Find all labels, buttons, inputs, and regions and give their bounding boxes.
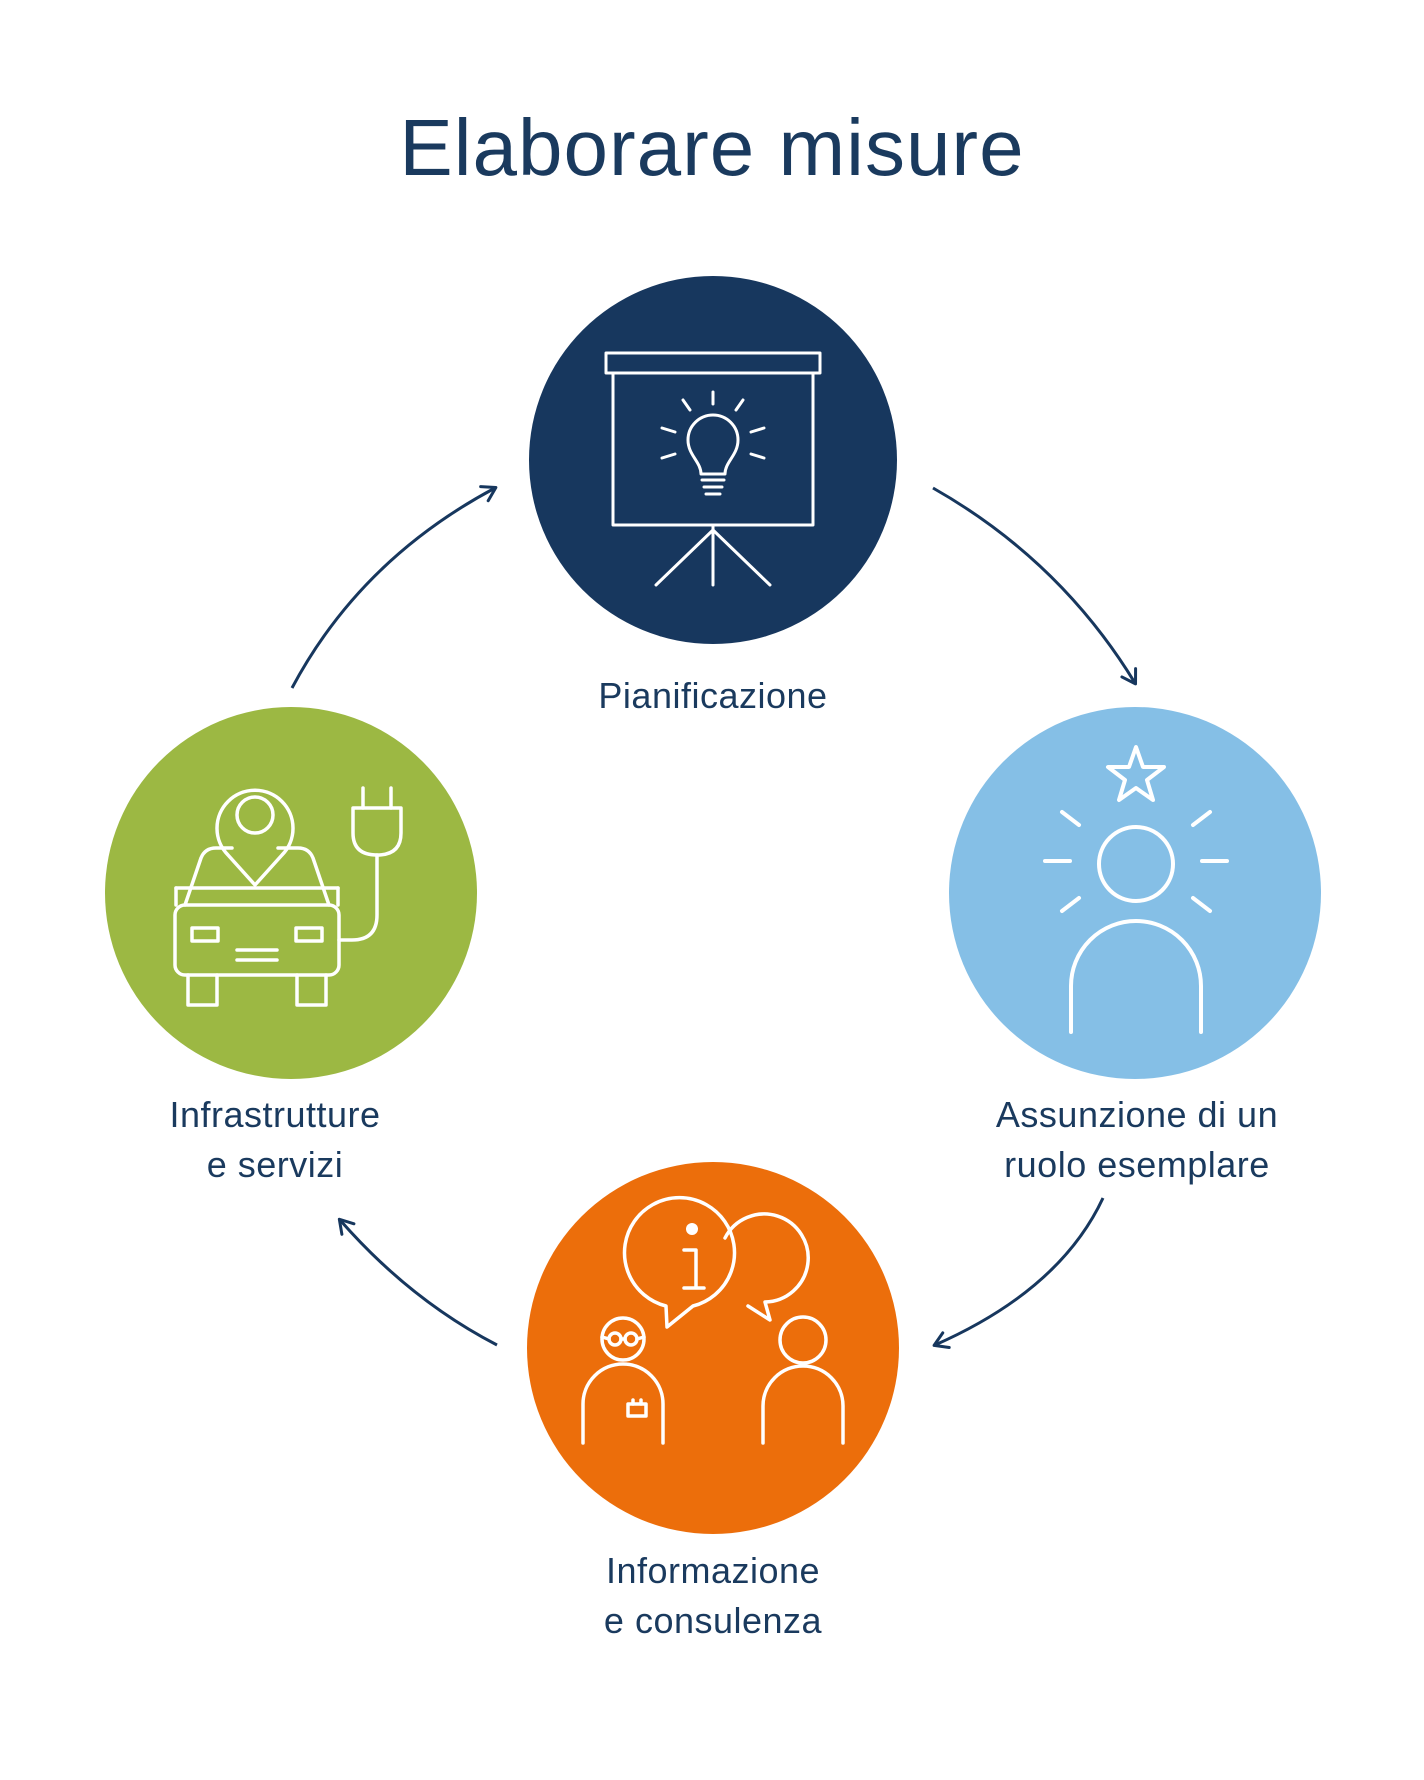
arrow-infrastructure-to-planning [290, 485, 498, 689]
step-role-model [949, 707, 1321, 1079]
arrow-information-to-infrastructure [337, 1217, 498, 1347]
step-planning [529, 276, 897, 644]
step-label-line: Infrastrutture [169, 1094, 381, 1135]
arrow-role-model-to-information [932, 1197, 1105, 1349]
person-star-icon [1043, 745, 1229, 1034]
step-label-line: e servizi [206, 1144, 344, 1185]
step-label-line: Assunzione di un [995, 1094, 1279, 1135]
presentation-screen-lightbulb-icon [604, 351, 822, 587]
step-label-information: Informazione e consulenza [523, 1546, 903, 1646]
step-label-planning: Pianificazione [523, 671, 903, 721]
step-information [527, 1162, 899, 1534]
people-info-speech-icon [581, 1195, 845, 1445]
step-label-line: Pianificazione [598, 675, 828, 716]
step-label-line: Informazione [605, 1550, 821, 1591]
step-label-infrastructure: Infrastrutture e servizi [85, 1090, 465, 1190]
electric-car-charging-icon [173, 786, 403, 1007]
step-label-line: ruolo esemplare [1004, 1144, 1270, 1185]
diagram-title: Elaborare misure [399, 103, 1025, 192]
step-label-role-model: Assunzione di un ruolo esemplare [947, 1090, 1327, 1190]
arrow-planning-to-role-model [932, 486, 1138, 686]
step-infrastructure [105, 707, 477, 1079]
step-label-line: e consulenza [603, 1600, 823, 1641]
